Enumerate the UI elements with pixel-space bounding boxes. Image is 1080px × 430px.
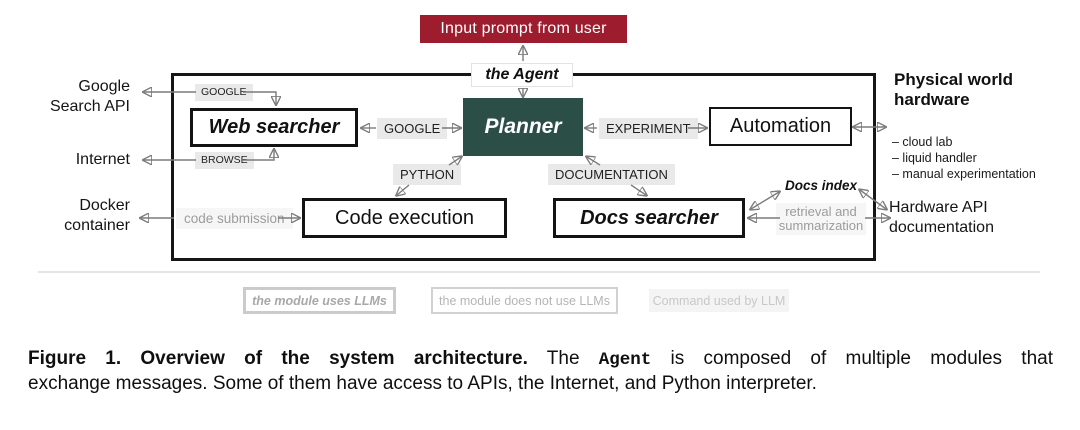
hw-doc-line1: Hardware API <box>889 199 988 216</box>
hw-doc-line2: documentation <box>889 219 994 236</box>
retrieval-summarization-label: retrieval and summarization <box>776 203 866 235</box>
hardware-list: – cloud lab – liquid handler – manual ex… <box>892 134 1036 182</box>
agent-label: the Agent <box>471 63 573 87</box>
docs-index-label: Docs index <box>785 178 858 193</box>
hardware-item-manual-experimentation: – manual experimentation <box>892 167 1036 181</box>
external-google-search-api: Google Search API <box>28 77 130 117</box>
external-docker-container: Docker container <box>28 196 130 236</box>
input-prompt-box: Input prompt from user <box>420 15 627 43</box>
module-planner: Planner <box>463 98 583 156</box>
caption-line2: exchange messages. Some of them have acc… <box>28 373 817 394</box>
retrieval-line2: summarization <box>778 218 864 233</box>
caption-agent-mono: Agent <box>598 350 652 370</box>
caption-text-2: is composed of multiple modules that <box>651 348 1053 369</box>
retrieval-line1: retrieval and <box>785 204 857 219</box>
legend-command: Command used by LLM <box>649 289 789 312</box>
command-google-planner: GOOGLE <box>377 118 448 139</box>
caption-text-1: The <box>527 348 599 369</box>
legend-uses-llms: the module uses LLMs <box>243 287 396 314</box>
external-hardware-api-documentation: Hardware API documentation <box>889 198 994 238</box>
hardware-item-cloud-lab: – cloud lab <box>892 135 953 149</box>
docker-line1: Docker <box>79 197 130 214</box>
figure-caption: Figure 1. Overview of the system archite… <box>28 347 1053 396</box>
module-web-searcher: Web searcher <box>190 108 358 147</box>
physical-line1: Physical world <box>894 70 1014 89</box>
physical-line2: hardware <box>894 90 970 109</box>
hardware-item-liquid-handler: – liquid handler <box>892 151 977 165</box>
external-physical-world-hardware: Physical world hardware <box>894 70 1013 110</box>
code-submission-label: code submission <box>176 208 293 229</box>
module-automation: Automation <box>709 107 852 146</box>
module-code-execution: Code execution <box>302 198 507 238</box>
command-google-websearcher: GOOGLE <box>195 84 253 101</box>
legend-separator <box>38 271 1040 273</box>
google-api-line2: Search API <box>49 98 130 115</box>
module-docs-searcher: Docs searcher <box>553 198 745 238</box>
command-experiment: EXPERIMENT <box>599 118 698 139</box>
caption-line1: Figure 1. Overview of the system archite… <box>28 347 1053 372</box>
command-browse: BROWSE <box>195 152 254 169</box>
legend-no-llms: the module does not use LLMs <box>431 287 618 314</box>
google-api-line1: Google <box>78 78 130 95</box>
command-documentation: DOCUMENTATION <box>548 164 675 185</box>
caption-figure-label: Figure 1. Overview of the system archite… <box>28 348 528 369</box>
docker-line2: container <box>64 217 130 234</box>
command-python: PYTHON <box>393 164 462 185</box>
external-internet: Internet <box>75 151 130 168</box>
